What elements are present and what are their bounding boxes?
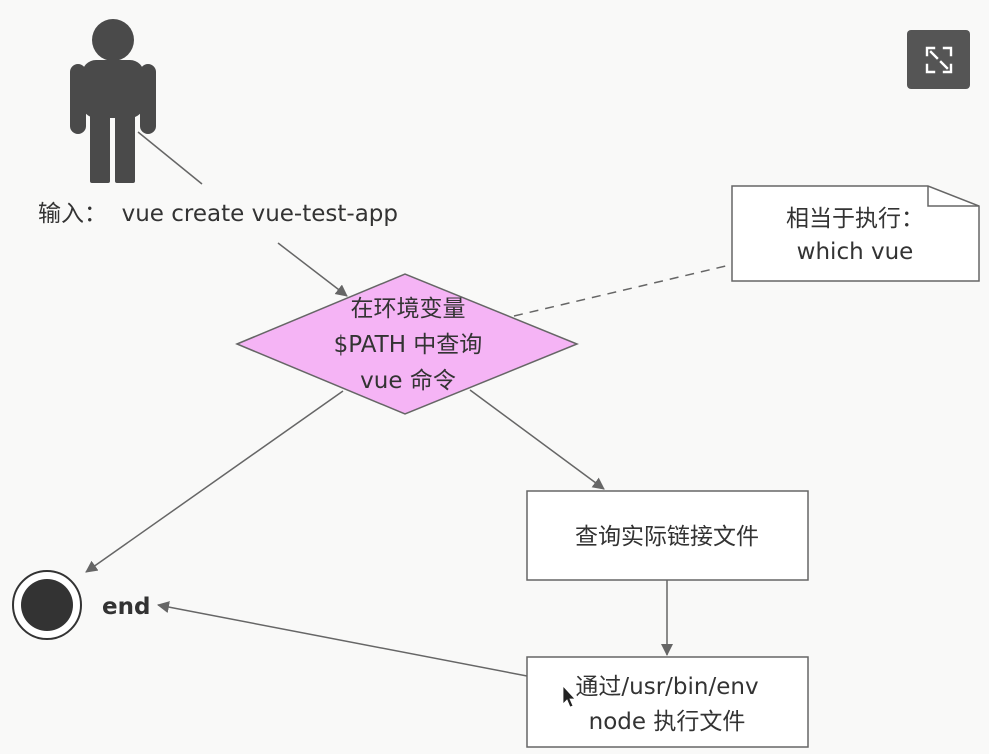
end-node <box>12 570 82 640</box>
decision-to-process-arrow <box>469 389 605 490</box>
process-label-1: 查询实际链接文件 <box>575 524 759 550</box>
note-fold <box>927 186 979 207</box>
mouse-cursor-icon <box>562 684 576 708</box>
decision-to-end-arrow <box>85 390 344 573</box>
process-box-2 <box>526 656 809 748</box>
note-link <box>513 264 731 317</box>
input-to-decision-arrow <box>277 242 348 297</box>
note-line-1: 相当于执行： <box>786 206 924 232</box>
expand-button[interactable] <box>907 30 970 89</box>
process-label-2-line-1: 通过/usr/bin/env <box>575 674 758 700</box>
decision-line-3: vue 命令 <box>360 368 456 394</box>
end-label: end <box>102 594 150 620</box>
actor-input-label: 输入： vue create vue-test-app <box>38 201 398 227</box>
decision-line-2: $PATH 中查询 <box>334 332 483 358</box>
actor-connector <box>137 131 203 185</box>
process2-to-end-arrow <box>157 601 528 677</box>
process-label-2-line-2: node 执行文件 <box>589 709 746 735</box>
decision-line-1: 在环境变量 <box>351 296 466 322</box>
note-line-2: which vue <box>797 239 914 265</box>
expand-icon <box>925 46 952 73</box>
person-icon <box>70 19 156 183</box>
process-box-1 <box>526 490 809 581</box>
note-box <box>731 185 980 282</box>
decision-diamond <box>235 273 579 415</box>
